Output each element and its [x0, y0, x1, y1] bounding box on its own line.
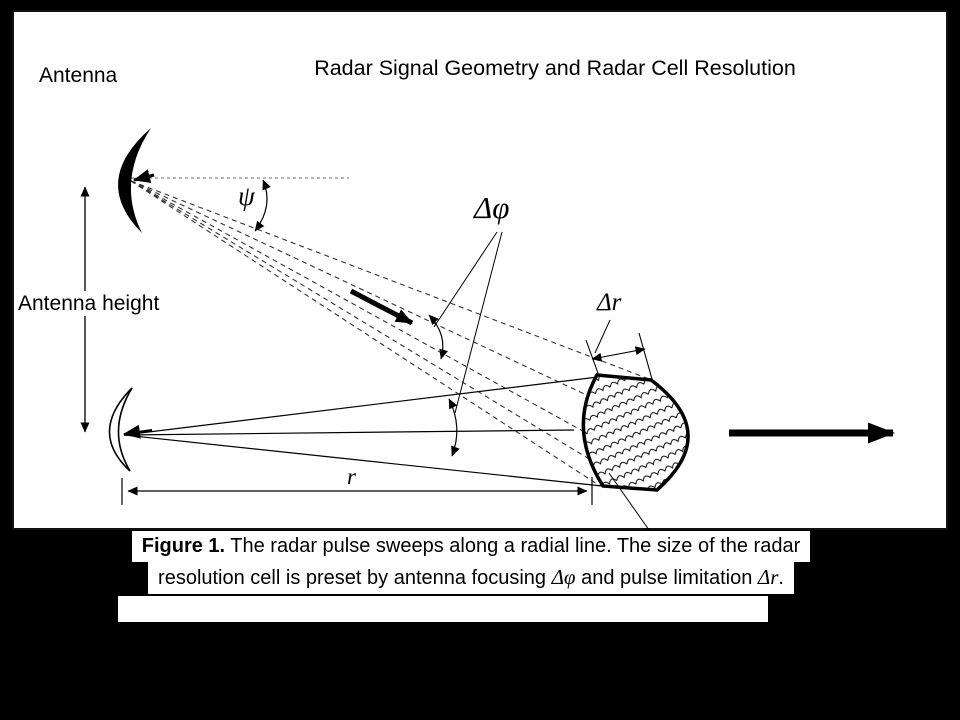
- delta-r-label: Δr: [597, 289, 622, 316]
- delta-phi-label: Δφ: [474, 190, 510, 225]
- delta-phi-upper-arc: [428, 314, 448, 360]
- antenna-label: Antenna: [36, 64, 121, 88]
- caption-empty-strip: [118, 596, 768, 622]
- figure-title: Radar Signal Geometry and Radar Cell Res…: [314, 56, 796, 80]
- psi-angle-label: ψ: [238, 181, 255, 211]
- beam-ray-1: [130, 180, 650, 380]
- delta-phi-leader-lower: [454, 231, 503, 414]
- upper-antenna-dish: [118, 128, 151, 233]
- psi-angle-arc: [254, 179, 271, 232]
- sight-line-mid: [123, 429, 575, 436]
- caption-delta-phi-symbol: Δφ: [551, 565, 576, 589]
- delta-phi-lower-arc: [448, 398, 460, 457]
- caption-delta-r-symbol: Δr: [757, 565, 779, 589]
- lower-antenna-feed-arrow: [123, 424, 153, 439]
- delta-r-measure-arrow: [591, 346, 646, 362]
- caption-text-1: The radar pulse sweeps along a radial li…: [225, 535, 801, 557]
- caption-text-2b: and pulse limitation: [575, 567, 758, 589]
- caption-text-2c: .: [778, 567, 784, 589]
- figure-caption: Figure 1. The radar pulse sweeps along a…: [0, 531, 942, 594]
- caption-line-2: resolution cell is preset by antenna foc…: [148, 562, 794, 594]
- caption-line-1: Figure 1. The radar pulse sweeps along a…: [131, 531, 811, 562]
- delta-phi-leader-upper: [433, 231, 498, 328]
- beam-ray-4: [130, 180, 638, 489]
- lower-sight-lines: [123, 376, 603, 487]
- delta-r-tick-right: [638, 332, 653, 380]
- sight-line-top: [123, 376, 599, 436]
- figure-canvas: [12, 10, 948, 530]
- beam-dashed-rays: [130, 180, 662, 489]
- beam-ray-2: [130, 180, 662, 431]
- upper-antenna-feed-arrow: [133, 169, 155, 183]
- delta-r-leader: [594, 319, 611, 354]
- beam-ray-3: [130, 180, 656, 472]
- beam-ray-5: [130, 180, 601, 487]
- resolution-cell: [581, 373, 690, 492]
- range-label: r: [347, 464, 356, 489]
- cell-caption-leader: [608, 472, 650, 531]
- lower-antenna-dish: [108, 387, 133, 472]
- caption-figure-number: Figure 1.: [141, 535, 226, 557]
- sight-line-bottom: [123, 434, 603, 487]
- antenna-height-label: Antenna height: [14, 291, 164, 317]
- pulse-direction-arrow: [349, 288, 414, 326]
- caption-text-2a: resolution cell is preset by antenna foc…: [158, 567, 552, 589]
